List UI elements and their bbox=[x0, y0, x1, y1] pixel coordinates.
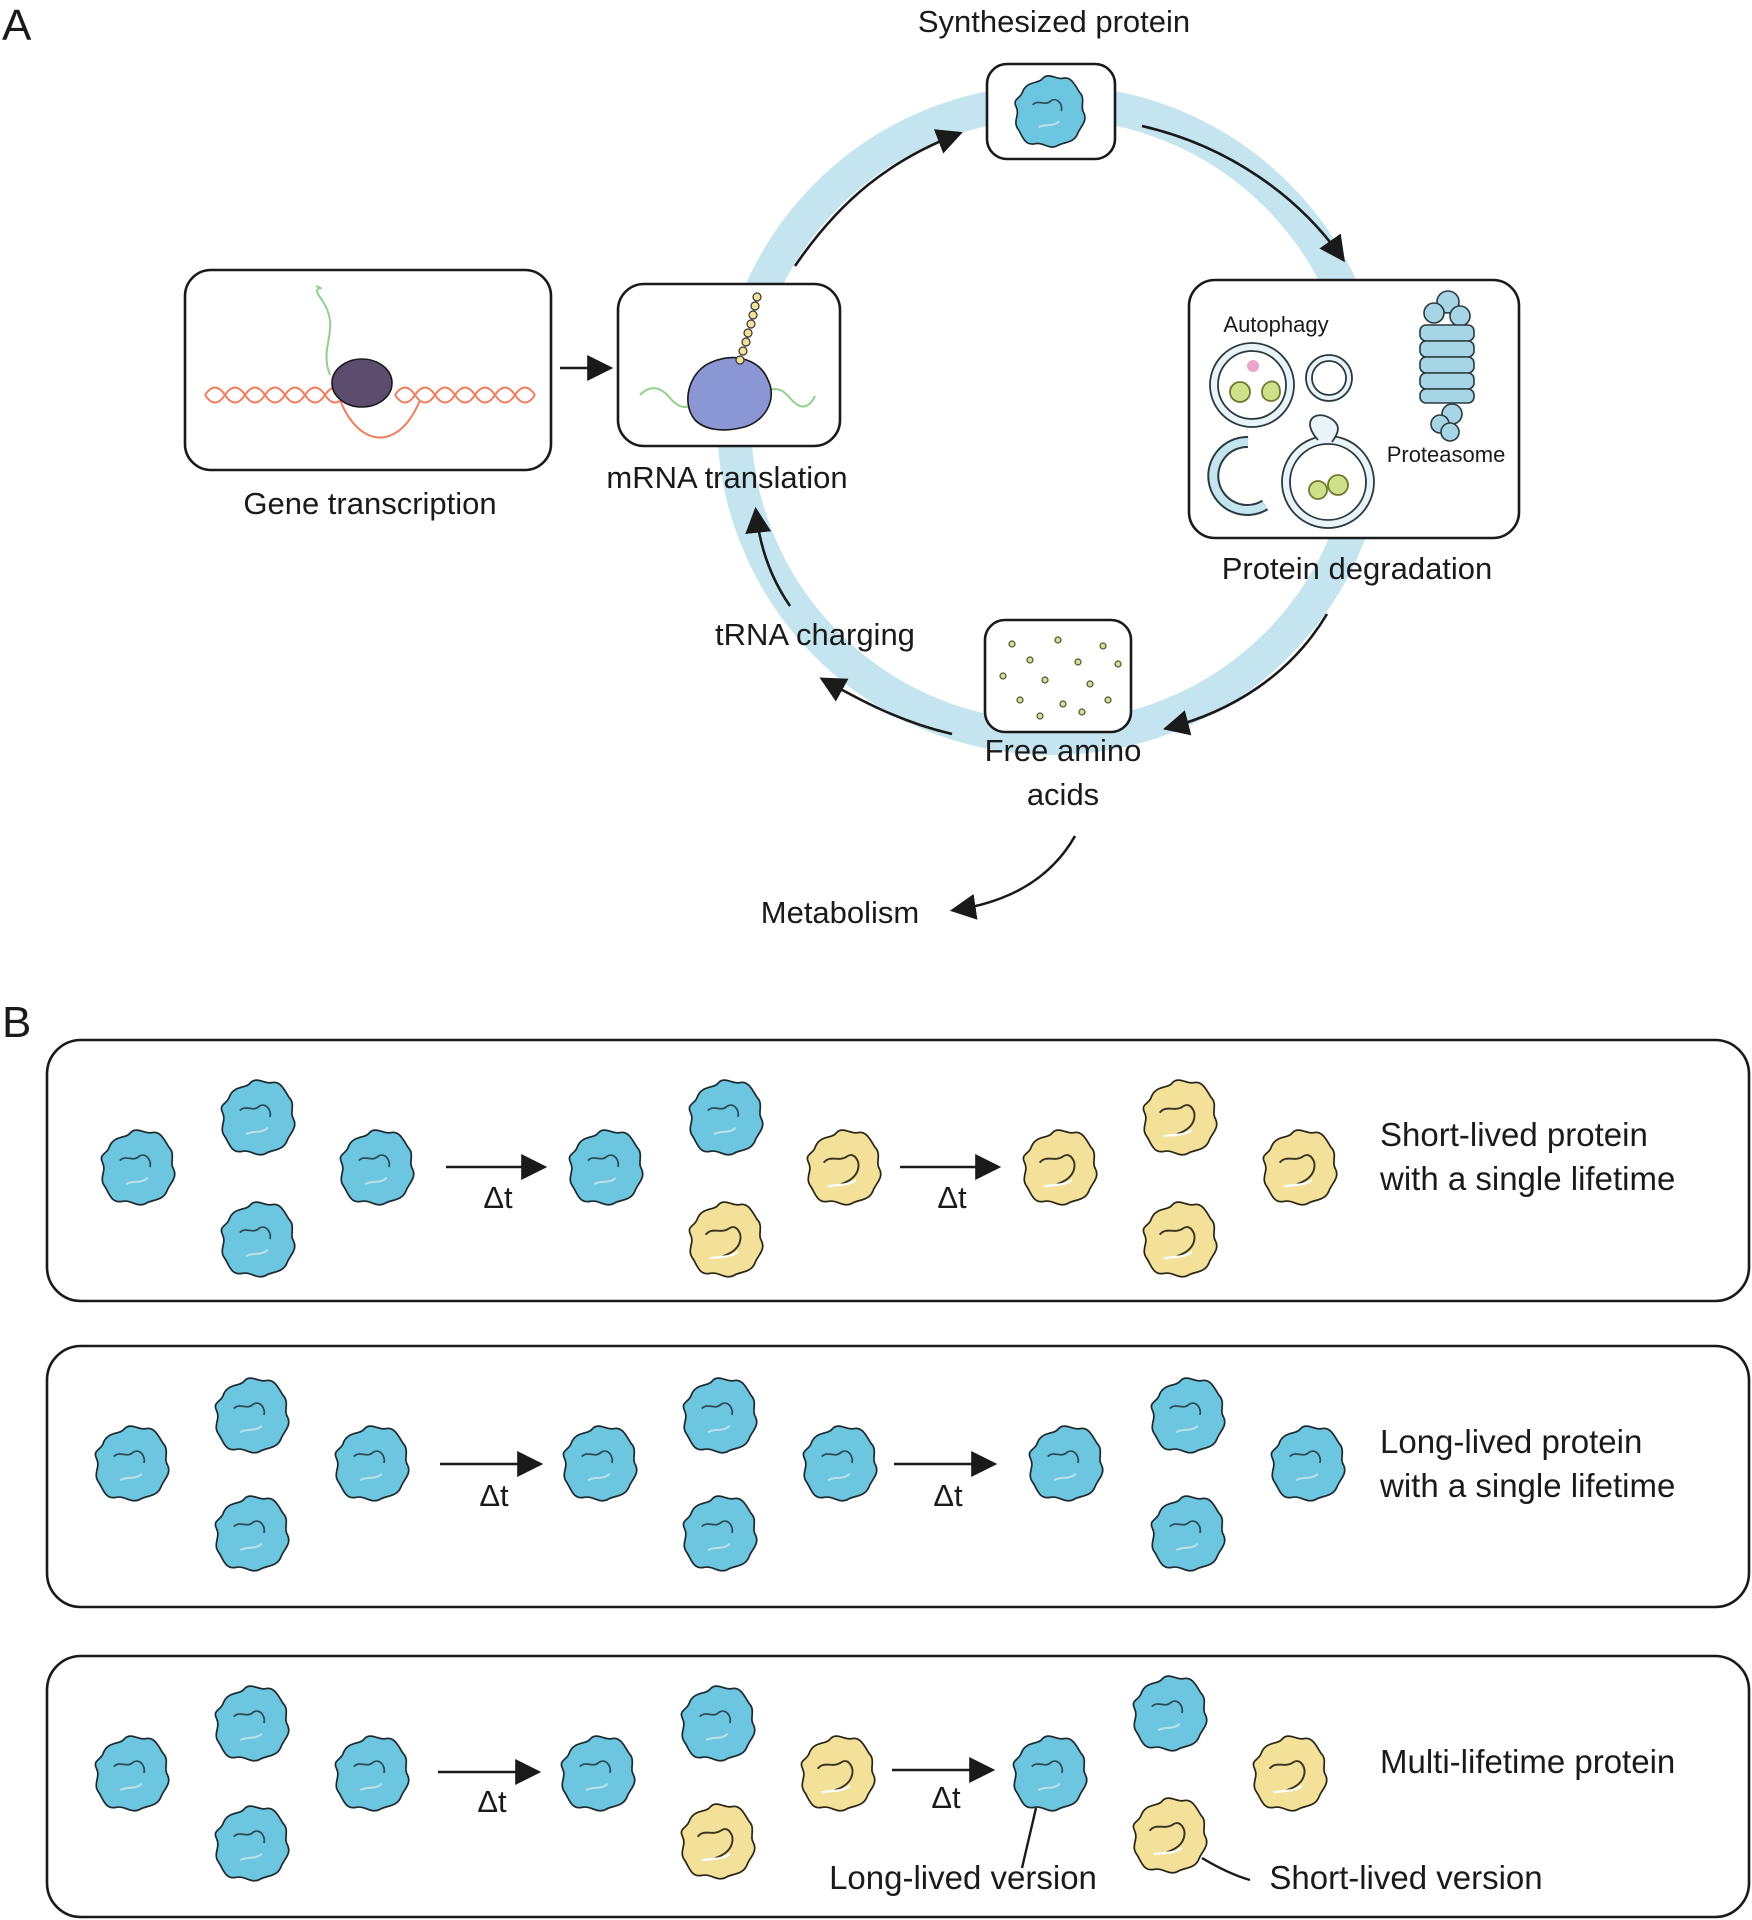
protein-yellow-icon bbox=[1132, 1797, 1208, 1874]
long-lived-version-label: Long-lived version bbox=[829, 1859, 1097, 1896]
protein-yellow-icon bbox=[806, 1129, 882, 1206]
protein-yellow-icon bbox=[1262, 1129, 1338, 1206]
protein-blue-icon bbox=[1150, 1495, 1226, 1572]
protein-yellow-icon bbox=[1142, 1201, 1218, 1278]
protein-blue-icon bbox=[214, 1495, 290, 1572]
protein-icon bbox=[1013, 74, 1087, 149]
multi-lifetime-row: Δt Δt Multi-lifetime protein Long-lived … bbox=[45, 1654, 1751, 1919]
delta-t-label: Δt bbox=[479, 1478, 509, 1513]
mrna-translation-label: mRNA translation bbox=[606, 460, 847, 495]
free-amino-acids-label-2: acids bbox=[1027, 777, 1099, 812]
protein-blue-icon bbox=[1012, 1735, 1088, 1812]
row-label-line2: with a single lifetime bbox=[1379, 1160, 1675, 1197]
protein-blue-icon bbox=[802, 1425, 878, 1502]
short-lived-row: Δt Δt Short-lived protein with a single … bbox=[45, 1038, 1751, 1303]
protein-blue-icon bbox=[562, 1425, 638, 1502]
protein-blue-icon bbox=[682, 1495, 758, 1572]
protein-blue-icon bbox=[1270, 1425, 1346, 1502]
metabolism-label: Metabolism bbox=[761, 895, 920, 930]
proteasome-label: Proteasome bbox=[1387, 442, 1506, 467]
long-lived-row: Δt Δt Long-lived protein with a single l… bbox=[45, 1344, 1751, 1609]
gene-transcription-label: Gene transcription bbox=[243, 486, 496, 521]
protein-blue-icon bbox=[94, 1735, 170, 1812]
peptide-chain-icon bbox=[735, 292, 762, 365]
delta-t-label: Δt bbox=[483, 1180, 513, 1215]
protein-blue-icon bbox=[1028, 1425, 1104, 1502]
protein-yellow-icon bbox=[688, 1201, 764, 1278]
protein-blue-icon bbox=[334, 1735, 410, 1812]
protein-yellow-icon bbox=[1252, 1735, 1328, 1812]
short-lived-version-label: Short-lived version bbox=[1269, 1859, 1542, 1896]
protein-blue-icon bbox=[100, 1129, 176, 1206]
amino-acids-to-trna-arrow bbox=[819, 677, 953, 736]
protein-to-degradation-arrow bbox=[1141, 124, 1345, 263]
protein-blue-icon bbox=[568, 1129, 644, 1206]
protein-blue-icon bbox=[680, 1685, 756, 1762]
protein-blue-icon bbox=[220, 1201, 296, 1278]
protein-blue-icon bbox=[339, 1129, 415, 1206]
row-label-line1: Long-lived protein bbox=[1380, 1423, 1642, 1460]
protein-yellow-icon bbox=[680, 1803, 756, 1880]
rna-polymerase-icon bbox=[331, 358, 393, 408]
autophagosome-icon bbox=[1207, 342, 1375, 529]
gene-transcription-node bbox=[183, 268, 553, 472]
protein-degradation-node: Autophagy Proteasome bbox=[1187, 278, 1521, 540]
protein-blue-icon bbox=[214, 1377, 290, 1454]
row-label-line1: Short-lived protein bbox=[1380, 1116, 1648, 1153]
degradation-to-amino-acids-arrow bbox=[1162, 613, 1329, 736]
synthesized-protein-label: Synthesized protein bbox=[918, 4, 1190, 39]
delta-t-label: Δt bbox=[933, 1478, 963, 1513]
mrna-translation-node bbox=[616, 282, 842, 448]
protein-yellow-icon bbox=[800, 1735, 876, 1812]
panel-b-letter: B bbox=[2, 998, 31, 1047]
translation-to-protein-arrow bbox=[793, 129, 963, 267]
free-amino-acids-node bbox=[983, 618, 1133, 734]
delta-t-label: Δt bbox=[937, 1180, 967, 1215]
protein-blue-icon bbox=[220, 1079, 296, 1156]
amino-acid-dots-icon bbox=[999, 636, 1122, 720]
protein-degradation-label: Protein degradation bbox=[1222, 551, 1493, 586]
protein-blue-icon bbox=[1150, 1377, 1226, 1454]
protein-blue-icon bbox=[560, 1735, 636, 1812]
row-label-line2: with a single lifetime bbox=[1379, 1467, 1675, 1504]
panel-a-letter: A bbox=[2, 1, 32, 50]
delta-t-label: Δt bbox=[931, 1780, 961, 1815]
amino-acids-to-metabolism-arrow bbox=[949, 835, 1077, 920]
protein-blue-icon bbox=[214, 1805, 290, 1882]
protein-blue-icon bbox=[214, 1685, 290, 1762]
protein-yellow-icon bbox=[1142, 1079, 1218, 1156]
proteasome-icon bbox=[1419, 290, 1475, 442]
protein-blue-icon bbox=[94, 1425, 170, 1502]
protein-blue-icon bbox=[334, 1425, 410, 1502]
autophagy-label: Autophagy bbox=[1223, 312, 1328, 337]
protein-yellow-icon bbox=[1022, 1129, 1098, 1206]
trna-to-translation-arrow bbox=[745, 506, 792, 607]
row-label-line1: Multi-lifetime protein bbox=[1380, 1743, 1675, 1780]
rna-strand-icon bbox=[315, 285, 332, 376]
protein-blue-icon bbox=[688, 1079, 764, 1156]
synthesized-protein-node bbox=[985, 62, 1117, 161]
long-lived-callout-line bbox=[1020, 1807, 1038, 1869]
trna-charging-label: tRNA charging bbox=[715, 617, 915, 652]
delta-t-label: Δt bbox=[477, 1784, 507, 1819]
protein-blue-icon bbox=[682, 1377, 758, 1454]
free-amino-acids-label-1: Free amino bbox=[985, 733, 1142, 768]
ribosome-icon bbox=[687, 356, 773, 431]
protein-blue-icon bbox=[1132, 1675, 1208, 1752]
short-lived-callout-line bbox=[1201, 1856, 1251, 1882]
